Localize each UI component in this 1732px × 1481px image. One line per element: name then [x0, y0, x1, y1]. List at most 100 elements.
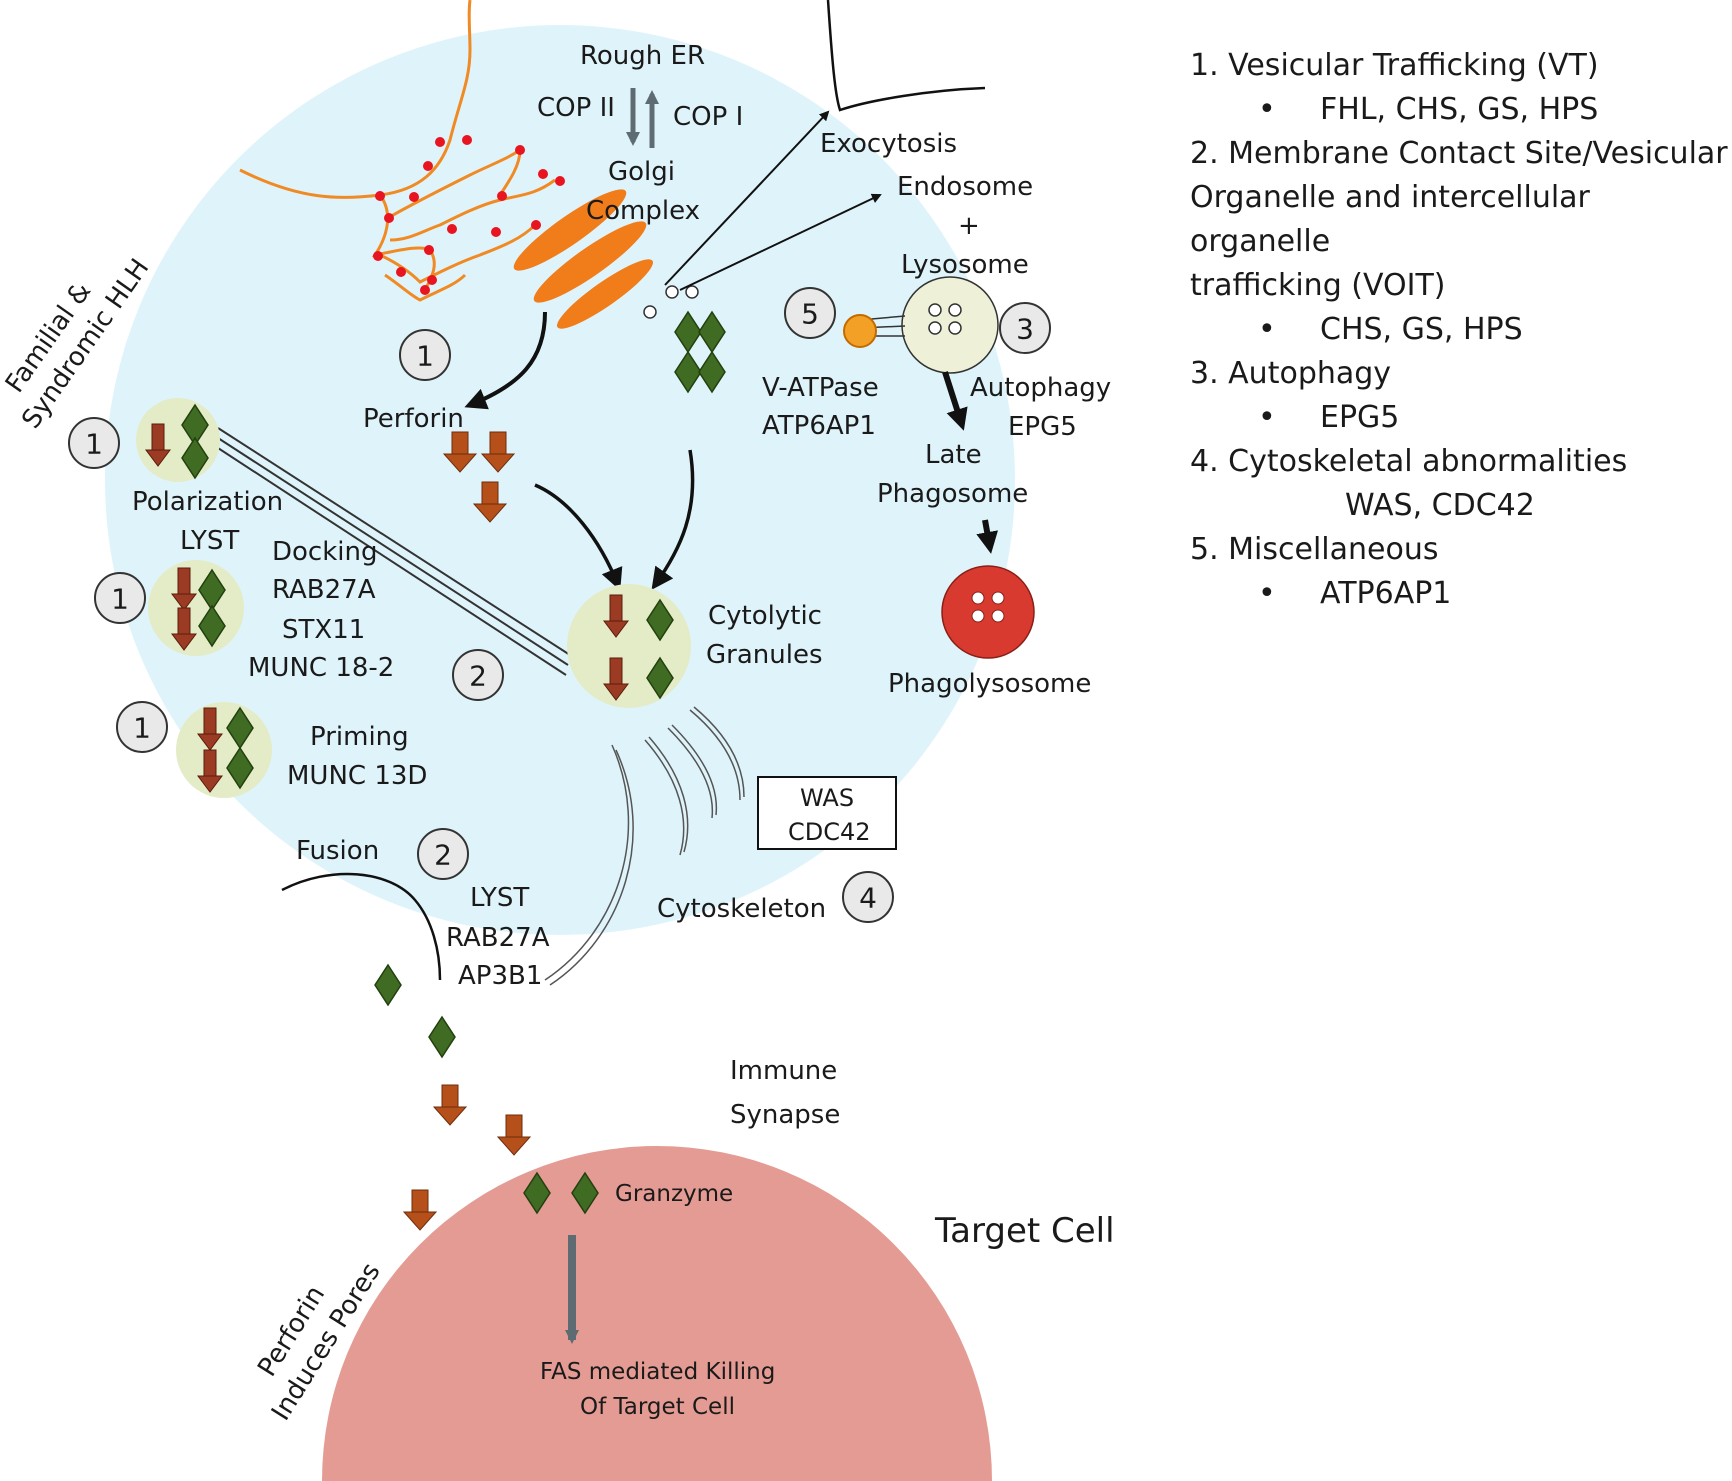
- phagosome-arrow: [976, 519, 999, 554]
- label-epg5: EPG5: [1008, 412, 1077, 442]
- svg-text:3: 3: [1016, 313, 1034, 346]
- phagolysosome-vesicles: [971, 591, 1005, 623]
- legend-item-4: 4. Cytoskeletal abnormalities: [1190, 444, 1628, 479]
- label-fas-1: FAS mediated Killing: [540, 1359, 775, 1385]
- svg-text:2: 2: [469, 660, 487, 693]
- rough-er: [239, 0, 556, 302]
- svg-text:1: 1: [85, 428, 103, 461]
- badge-3: 3: [999, 302, 1051, 354]
- label-plus: +: [958, 211, 980, 241]
- svg-text:2: 2: [434, 839, 452, 872]
- badge-2-docking: 2: [452, 649, 504, 701]
- label-cytolytic: Cytolytic: [708, 601, 822, 631]
- svg-text:1: 1: [111, 583, 129, 616]
- label-immune: Immune: [730, 1056, 837, 1086]
- golgi-to-perforin-arrow: [464, 311, 547, 410]
- legend-item-2-sub: •CHS, GS, HPS: [1190, 308, 1730, 352]
- label-was: WAS: [800, 784, 854, 812]
- plasma-membrane: [826, 0, 986, 112]
- label-polarization: Polarization: [132, 487, 283, 517]
- legend-item-3-sub: •EPG5: [1190, 396, 1730, 440]
- perforin-to-granule-arrow: [534, 483, 623, 591]
- badge-1-polarization: 1: [68, 417, 120, 469]
- lysosome-vesicles: [928, 303, 962, 335]
- bullet-icon: •: [1258, 92, 1276, 127]
- label-target-cell: Target Cell: [934, 1211, 1115, 1251]
- vesicles: [643, 285, 699, 319]
- label-atp6ap1: ATP6AP1: [762, 411, 876, 441]
- label-priming: Priming: [310, 722, 409, 752]
- legend-item-5: 5. Miscellaneous: [1190, 532, 1439, 567]
- effector-cell: [105, 25, 1015, 935]
- label-lysosome: Lysosome: [901, 250, 1029, 280]
- cytoskeleton-arcs: [544, 706, 745, 986]
- label-ap3b1: AP3B1: [458, 961, 542, 991]
- label-munc13: MUNC 13D: [287, 761, 427, 791]
- legend-item-3: 3. Autophagy: [1190, 356, 1392, 391]
- granzyme-to-granule-arrow: [651, 449, 695, 590]
- label-docking: Docking: [272, 537, 378, 567]
- badge-2-fusion: 2: [417, 828, 469, 880]
- badges: 1 5 3 1 1 2 1 2 4: [68, 287, 1051, 923]
- autophagy-arrow: [942, 371, 968, 431]
- label-stx11: STX11: [282, 615, 365, 645]
- docking-granule: [148, 560, 244, 656]
- legend-item-2a: 2. Membrane Contact Site/Vesicular: [1190, 136, 1728, 171]
- badge-1-priming: 1: [116, 701, 168, 753]
- label-cop-ii: COP II: [537, 93, 615, 123]
- label-rough-er: Rough ER: [580, 41, 705, 71]
- badge-5: 5: [784, 287, 836, 339]
- label-cytoskeleton: Cytoskeleton: [657, 894, 826, 924]
- label-fusion: Fusion: [296, 836, 379, 866]
- label-cop-i: COP I: [673, 102, 743, 132]
- label-golgi: Golgi: [608, 157, 675, 187]
- label-cdc42: CDC42: [788, 818, 871, 846]
- exocytosis-arrow: [664, 110, 830, 286]
- polarization-granule: [136, 398, 220, 482]
- label-munc18: MUNC 18-2: [248, 653, 394, 683]
- label-fusion-rab27a: RAB27A: [446, 923, 550, 953]
- golgi-complex: [513, 189, 654, 329]
- label-fas-2: Of Target Cell: [580, 1394, 735, 1420]
- legend-item-2b: Organelle and intercellular organelle: [1190, 180, 1590, 259]
- label-complex: Complex: [586, 196, 700, 226]
- legend: 1. Vesicular Trafficking (VT) •FHL, CHS,…: [1190, 44, 1730, 616]
- label-synapse: Synapse: [730, 1100, 840, 1130]
- svg-text:5: 5: [801, 298, 819, 331]
- released-granzymes: [374, 964, 456, 1058]
- label-exocytosis: Exocytosis: [820, 129, 957, 159]
- microtubule-tracks: [217, 427, 571, 676]
- label-phagosome: Phagosome: [877, 479, 1028, 509]
- target-cell: [322, 1146, 992, 1481]
- label-late: Late: [925, 440, 982, 470]
- badge-4: 4: [842, 871, 894, 923]
- cytolytic-granules: [567, 584, 691, 708]
- legend-item-1-sub: •FHL, CHS, GS, HPS: [1190, 88, 1730, 132]
- priming-granule: [176, 702, 272, 798]
- bullet-icon: •: [1258, 312, 1276, 347]
- label-perforin: Perforin: [363, 404, 464, 434]
- legend-item-2c: trafficking (VOIT): [1190, 268, 1446, 303]
- badge-1-golgi: 1: [399, 329, 451, 381]
- svg-text:1: 1: [133, 712, 151, 745]
- legend-item-1: 1. Vesicular Trafficking (VT): [1190, 48, 1599, 83]
- label-rab27a: RAB27A: [272, 575, 376, 605]
- label-granzyme: Granzyme: [615, 1181, 733, 1207]
- label-phagolysosome: Phagolysosome: [888, 669, 1091, 699]
- label-endosome: Endosome: [897, 172, 1033, 202]
- label-lyst: LYST: [180, 526, 239, 556]
- label-v-atpase: V-ATPase: [762, 373, 879, 403]
- svg-text:4: 4: [859, 882, 877, 915]
- bullet-icon: •: [1258, 400, 1276, 435]
- badge-1-docking: 1: [94, 572, 146, 624]
- label-fusion-lyst: LYST: [470, 883, 529, 913]
- label-granules: Granules: [706, 640, 823, 670]
- fusion-membrane: [281, 872, 442, 981]
- label-autophagy: Autophagy: [970, 373, 1111, 403]
- endosome-arrow: [679, 193, 882, 291]
- ribosome-dots: [373, 135, 565, 295]
- was-cdc42-box: [757, 776, 897, 850]
- v-atpase-pump: [843, 314, 877, 348]
